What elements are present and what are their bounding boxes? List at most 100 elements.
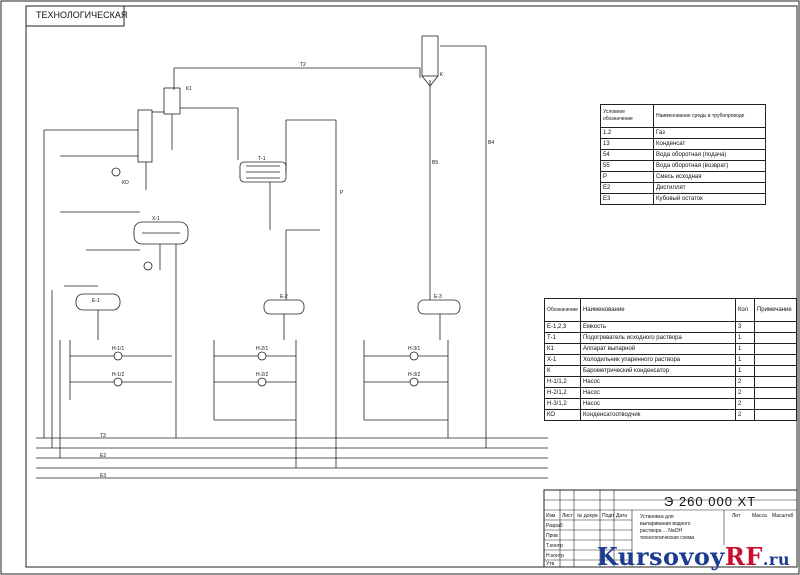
condenser-cone [421, 75, 439, 87]
eq-pos: Е-1,2,3 [544, 321, 581, 333]
eq-header-note: Примечание [753, 298, 798, 322]
watermark-logo: KursovoyRF.ru [597, 542, 790, 571]
watermark-part1: Kursovoy [597, 542, 725, 571]
pump-n31 [409, 351, 419, 361]
eq-name: Емкость [579, 321, 736, 333]
eq-note [753, 343, 798, 355]
eq-qty: 1 [734, 365, 755, 377]
eq-note [753, 354, 798, 366]
tag-pump2a: Н-2/1 [256, 346, 269, 352]
pump-n22 [257, 377, 267, 387]
equipment-header: Обозначение Наименование Кол Примечание [544, 298, 798, 322]
legend-name: Вода оборотная (подача) [653, 149, 766, 161]
label-water-in: В4 [488, 140, 495, 146]
stamp-role-2: Пров [546, 533, 558, 539]
sheet-label: ТЕХНОЛОГИЧЕСКАЯ [36, 10, 128, 20]
tag-tank3: Е-3 [434, 294, 442, 300]
eq-note [753, 409, 798, 421]
tag-evaporator: К1 [186, 86, 192, 92]
eq-note [753, 376, 798, 388]
eq-pos: Х-1 [544, 354, 581, 366]
eq-name: Насос [579, 376, 736, 388]
tag-cooler: Х-1 [152, 216, 160, 222]
tank2-body [263, 299, 305, 315]
eq-pos: Т-1 [544, 332, 581, 344]
legend-code: 13 [600, 138, 654, 150]
stamp-title-1: Установка для [640, 514, 674, 520]
tag-tank1: Е-1 [92, 298, 100, 304]
sheet-label-box [25, 5, 125, 27]
stamp-col-izm: Изм [546, 513, 556, 519]
legend-code: 1.2 [600, 127, 654, 139]
stamp-code: Э 260 000 ХТ [664, 494, 757, 509]
legend-code: 54 [600, 149, 654, 161]
legend-code: Е2 [600, 182, 654, 194]
eq-qty: 2 [734, 387, 755, 399]
eq-qty: 2 [734, 376, 755, 388]
legend-name: Вода оборотная (возврат) [653, 160, 766, 172]
pump-n21 [257, 351, 267, 361]
eq-note [753, 387, 798, 399]
trap-ko-2 [143, 261, 153, 271]
legend-name: Смесь исходная [653, 171, 766, 183]
tag-pump1b: Н-1/2 [112, 372, 125, 378]
stamp-col-list: Лист [562, 513, 573, 519]
label-water-out: В5 [432, 160, 439, 166]
eq-pos: Н-3/1,2 [544, 398, 581, 410]
pump-n12 [113, 377, 123, 387]
eq-qty: 2 [734, 409, 755, 421]
eq-pos: К [544, 365, 581, 377]
eq-pos: К1 [544, 343, 581, 355]
eq-name: Конденсатоотводчик [579, 409, 736, 421]
legend-table: Условное обозначение Наименование среды … [600, 104, 766, 205]
label-bottoms: Е3 [100, 473, 107, 479]
tag-heater: Т-1 [258, 156, 266, 162]
eq-qty: 3 [734, 321, 755, 333]
legend-code: Е3 [600, 193, 654, 205]
eq-name: Насос [579, 398, 736, 410]
tag-trap: КО [122, 180, 129, 186]
eq-note [753, 332, 798, 344]
tag-tank2: Е-2 [280, 294, 288, 300]
evaporator-body [137, 109, 153, 163]
legend-code: 55 [600, 160, 654, 172]
inner-frame [25, 5, 798, 568]
eq-header-pos: Обозначение [544, 298, 581, 322]
stamp-title-3: раствора ... NaOH [640, 528, 683, 534]
eq-name: Холодильник упаренного раствора [579, 354, 736, 366]
tag-pump2b: Н-2/2 [256, 372, 269, 378]
eq-pos: Н-2/1,2 [544, 387, 581, 399]
stamp-sheet-scale: Масштаб [772, 513, 794, 519]
watermark-part3: .ru [762, 550, 790, 569]
equipment-table: Обозначение Наименование Кол Примечание … [544, 298, 798, 421]
legend-name: Кубовый остаток [653, 193, 766, 205]
eq-name: Аппарат выпарной [579, 343, 736, 355]
tag-pump3b: Н-3/2 [408, 372, 421, 378]
stamp-title-2: выпаривания водного [640, 521, 691, 527]
eq-qty: 1 [734, 332, 755, 344]
stamp-role-1: Разраб [546, 523, 563, 529]
eq-note [753, 398, 798, 410]
pump-n32 [409, 377, 419, 387]
eq-pos: КО [544, 409, 581, 421]
eq-name: Подогреватель исходного раствора [579, 332, 736, 344]
condenser-body [421, 35, 439, 77]
legend-name: Дистиллят [653, 182, 766, 194]
tag-condenser: К [440, 72, 443, 78]
eq-note [753, 365, 798, 377]
label-distillate: Е2 [100, 453, 107, 459]
stamp-sheet-mass: Масса [752, 513, 767, 519]
